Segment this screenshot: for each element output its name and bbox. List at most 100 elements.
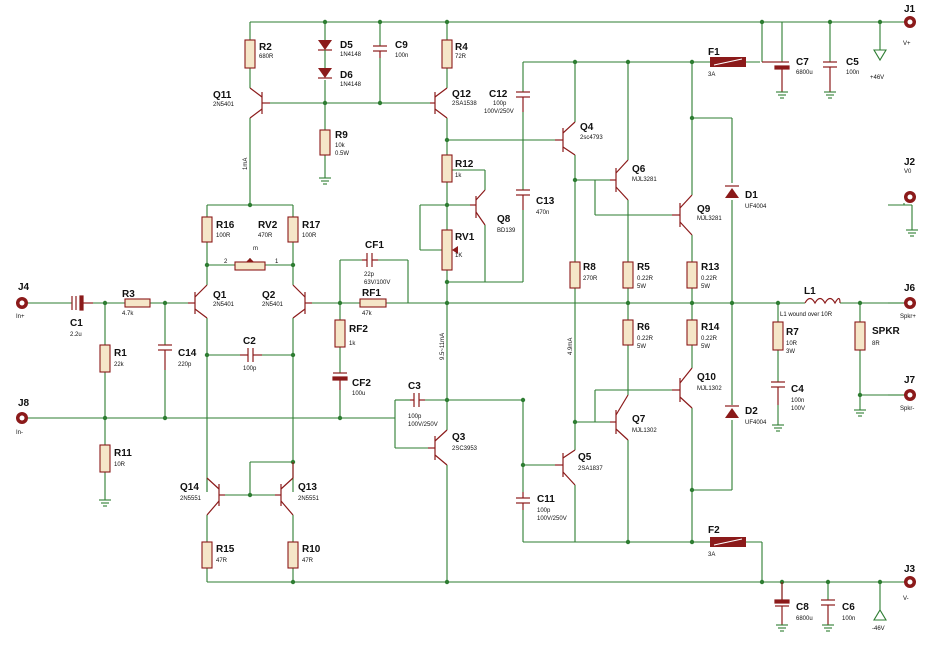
label-r14: R14 <box>701 322 720 333</box>
annotation-4-9ma: 4.9mA <box>568 338 574 355</box>
label-r16: R16 <box>216 220 235 231</box>
svg-text:2N5551: 2N5551 <box>298 496 320 502</box>
label-c1: C1 <box>70 318 83 329</box>
svg-text:220p: 220p <box>178 362 192 368</box>
resistor-r13-body <box>686 261 698 289</box>
label-r10: R10 <box>302 544 321 555</box>
label-c3: C3 <box>408 381 421 392</box>
label-q1: Q1 <box>213 290 227 301</box>
svg-text:100n: 100n <box>395 53 408 59</box>
svg-text:2SC3953: 2SC3953 <box>452 446 478 452</box>
junction-dots <box>102 19 883 585</box>
svg-text:Spkr+: Spkr+ <box>900 314 916 320</box>
svg-text:Spkr-: Spkr- <box>900 406 914 412</box>
svg-text:100p: 100p <box>408 414 422 420</box>
rv1-wiper-arrow <box>452 246 458 254</box>
resistor-r1-body <box>99 344 111 373</box>
svg-text:100n: 100n <box>846 70 859 76</box>
svg-text:In-: In- <box>16 430 23 436</box>
svg-text:2.2u: 2.2u <box>70 332 82 338</box>
svg-text:8R: 8R <box>872 341 880 347</box>
svg-text:1N4148: 1N4148 <box>340 52 362 58</box>
resistor-r14-body <box>686 319 698 346</box>
label-c7: C7 <box>796 57 809 68</box>
svg-text:V-: V- <box>903 596 909 602</box>
label-q12: Q12 <box>452 89 471 100</box>
svg-text:6800u: 6800u <box>796 616 813 622</box>
svg-text:100p: 100p <box>537 508 551 514</box>
svg-text:47R: 47R <box>216 558 228 564</box>
svg-text:100n: 100n <box>791 398 804 404</box>
rv2-wiper-arrow <box>246 258 254 262</box>
svg-text:V+: V+ <box>903 41 911 47</box>
resistor-r7-body <box>772 321 784 351</box>
resistor-r16-body <box>201 216 213 243</box>
svg-text:In+: In+ <box>16 314 25 320</box>
label-j2: J2 <box>904 157 916 168</box>
svg-text:3A: 3A <box>708 72 715 78</box>
diode-d5-body <box>318 40 332 50</box>
resistor-r9-body <box>319 129 331 156</box>
svg-text:72R: 72R <box>455 54 467 60</box>
label-rv1: RV1 <box>455 232 475 243</box>
svg-text:6800u: 6800u <box>796 70 813 76</box>
svg-text:470n: 470n <box>536 210 549 216</box>
label-d1: D1 <box>745 190 758 201</box>
svg-text:2N5551: 2N5551 <box>180 496 202 502</box>
svg-text:V0: V0 <box>904 169 912 175</box>
ground-symbols <box>99 91 918 632</box>
svg-text:0.5W: 0.5W <box>335 151 349 157</box>
resistor-r15-body <box>201 541 213 569</box>
label-rf1: RF1 <box>362 288 381 299</box>
label-r1: R1 <box>114 348 127 359</box>
svg-text:BD139: BD139 <box>497 228 516 234</box>
svg-text:L1 wound over 10R: L1 wound over 10R <box>780 312 833 318</box>
svg-text:4.7k: 4.7k <box>122 311 134 317</box>
label-q5: Q5 <box>578 452 592 463</box>
label-q3: Q3 <box>452 432 466 443</box>
svg-text:UF4004: UF4004 <box>745 204 767 210</box>
label-r13: R13 <box>701 262 720 273</box>
svg-text:2N5401: 2N5401 <box>262 302 284 308</box>
resistor-r3-body <box>124 298 151 308</box>
label-j6: J6 <box>904 283 916 294</box>
transistors <box>188 87 693 516</box>
potentiometer-rv2-body <box>234 261 266 271</box>
svg-text:10R: 10R <box>786 341 798 347</box>
resistor-rf2-body <box>334 319 346 348</box>
fuses <box>700 57 762 547</box>
label-c14: C14 <box>178 348 197 359</box>
diode-d2-body <box>725 408 739 418</box>
resistor-r17-body <box>287 216 299 243</box>
svg-text:0.22R: 0.22R <box>637 336 654 342</box>
label-d6: D6 <box>340 70 353 81</box>
svg-text:47R: 47R <box>302 558 314 564</box>
wires <box>28 21 913 610</box>
annotation-9-5ma: 9.5~11mA <box>440 333 446 360</box>
label-spkr: SPKR <box>872 326 901 337</box>
svg-text:100u: 100u <box>352 391 365 397</box>
label-q14: Q14 <box>180 482 199 493</box>
label-r6: R6 <box>637 322 650 333</box>
svg-text:2N5401: 2N5401 <box>213 302 235 308</box>
svg-text:100p: 100p <box>243 366 257 372</box>
svg-text:100V/250V: 100V/250V <box>537 516 567 522</box>
label-r9: R9 <box>335 130 348 141</box>
svg-text:22k: 22k <box>114 362 125 368</box>
potentiometer-rv1-body <box>441 229 453 271</box>
label-c2: C2 <box>243 336 256 347</box>
resistor-r10-body <box>287 541 299 569</box>
svg-text:0.22R: 0.22R <box>701 276 718 282</box>
label-r17: R17 <box>302 220 321 231</box>
resistor-r8-body <box>569 261 581 289</box>
diode-d1-body <box>725 188 739 198</box>
svg-text:5W: 5W <box>637 344 646 350</box>
label-c9: C9 <box>395 40 408 51</box>
annotation-neg-rail: -46V <box>872 626 885 632</box>
annotation-rv2-m: m <box>253 246 258 252</box>
label-c5: C5 <box>846 57 859 68</box>
resistor-r2-body <box>244 39 256 69</box>
svg-text:MJL3281: MJL3281 <box>697 216 722 222</box>
resistor-rf1-body <box>359 298 387 308</box>
